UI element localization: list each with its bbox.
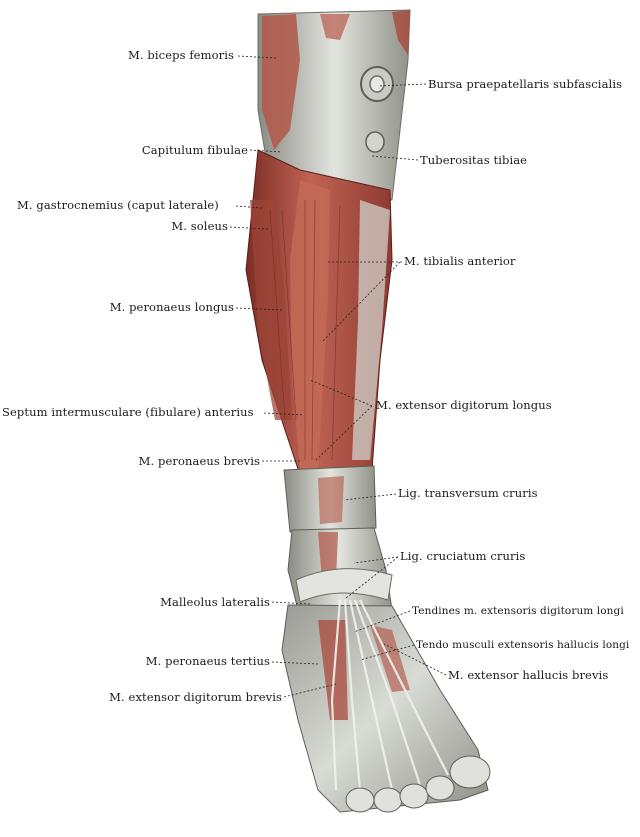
label-tibialis-anterior: M. tibialis anterior: [404, 254, 516, 268]
label-capitulum-fibulae: Capitulum fibulae: [141, 143, 248, 157]
lower-leg-muscles: [245, 149, 393, 476]
label-lig-transversum: Lig. transversum cruris: [398, 486, 538, 500]
label-tuberositas-tibiae: Tuberositas tibiae: [420, 153, 528, 167]
patella-bursa: [360, 66, 394, 153]
label-septum-intermusculare: Septum intermusculare (fibulare) anteriu…: [2, 405, 254, 419]
label-bursa-praepatellaris: Bursa praepatellaris subfascialis: [428, 77, 623, 91]
label-extensor-digitorum-longus: M. extensor digitorum longus: [376, 398, 552, 412]
label-soleus: M. soleus: [171, 219, 228, 233]
label-peronaeus-brevis: M. peronaeus brevis: [138, 454, 260, 468]
foot: [281, 599, 491, 813]
label-malleolus-lateralis: Malleolus lateralis: [160, 595, 270, 609]
label-extensor-digitorum-brevis: M. extensor digitorum brevis: [109, 690, 282, 704]
knee-region: [257, 9, 411, 201]
label-biceps-femoris: M. biceps femoris: [128, 48, 234, 62]
transverse-ligament: [283, 465, 377, 533]
label-peronaeus-longus: M. peronaeus longus: [109, 300, 234, 314]
label-tendo-hallucis: Tendo musculi extensoris hallucis longi: [416, 639, 630, 651]
label-extensor-hallucis-brevis: M. extensor hallucis brevis: [448, 668, 609, 682]
label-tendines-extensoris: Tendines m. extensoris digitorum longi: [412, 605, 624, 617]
leader-lines: [229, 55, 447, 698]
ankle-region: [287, 527, 393, 611]
label-lig-cruciatum: Lig. cruciatum cruris: [400, 549, 526, 563]
label-peronaeus-tertius: M. peronaeus tertius: [145, 654, 270, 668]
label-gastrocnemius: M. gastrocnemius (caput laterale): [17, 198, 219, 212]
